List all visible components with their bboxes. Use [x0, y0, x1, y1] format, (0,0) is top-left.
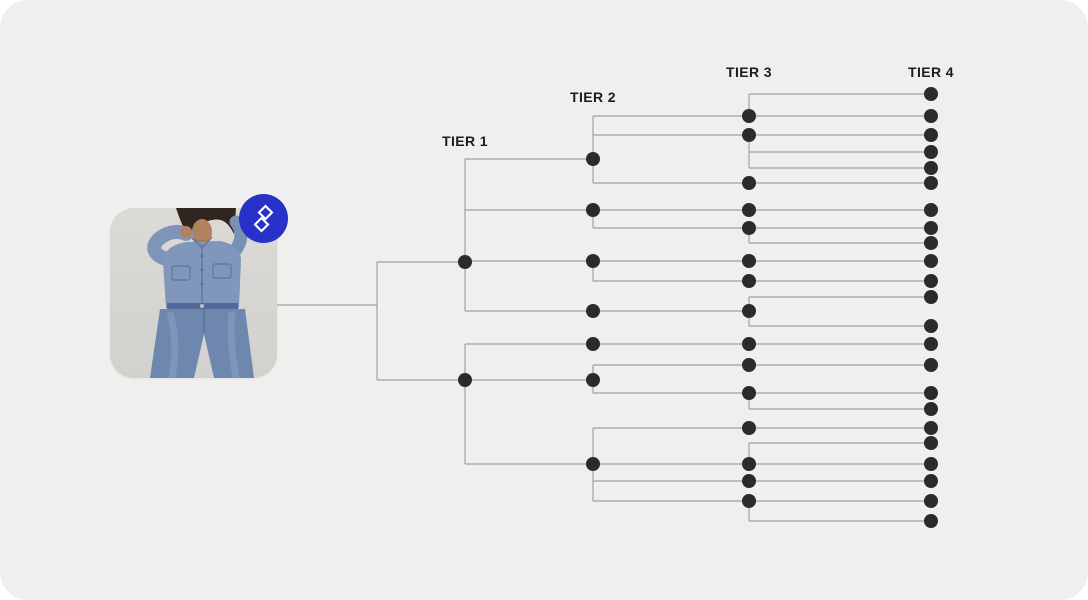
tree-node	[924, 386, 938, 400]
tree-node	[586, 203, 600, 217]
tree-node	[742, 254, 756, 268]
tree-node	[458, 255, 472, 269]
tree-node	[924, 457, 938, 471]
tree-node	[586, 373, 600, 387]
tree-node	[742, 386, 756, 400]
tree-node	[586, 152, 600, 166]
tree-node	[742, 304, 756, 318]
tree-node	[924, 474, 938, 488]
tree-node	[924, 176, 938, 190]
tree-node	[924, 514, 938, 528]
tree-node	[924, 161, 938, 175]
tree-node	[742, 203, 756, 217]
tree-node	[924, 203, 938, 217]
tree-node	[924, 221, 938, 235]
tier-label: TIER 3	[726, 64, 772, 80]
tree-node	[742, 221, 756, 235]
tree-node	[742, 457, 756, 471]
brand-badge[interactable]	[239, 194, 288, 243]
interlocked-diamonds-logo-icon	[239, 194, 288, 243]
tree-node	[924, 128, 938, 142]
tree-node	[924, 402, 938, 416]
tree-node	[924, 145, 938, 159]
tree-node	[742, 358, 756, 372]
tree-node	[924, 290, 938, 304]
tree-node	[742, 494, 756, 508]
tree-node	[924, 109, 938, 123]
tree-node	[742, 176, 756, 190]
tree-node	[924, 421, 938, 435]
tree-node	[586, 457, 600, 471]
tree-node	[924, 494, 938, 508]
tree-node	[924, 254, 938, 268]
tree-node	[924, 358, 938, 372]
tree-node	[742, 274, 756, 288]
tree-node	[742, 337, 756, 351]
tier-label: TIER 2	[570, 89, 616, 105]
tree-node	[586, 304, 600, 318]
tree-node	[742, 474, 756, 488]
tree-node	[924, 274, 938, 288]
tree-node	[924, 319, 938, 333]
tree-node	[458, 373, 472, 387]
tree-node	[924, 236, 938, 250]
tier-label: TIER 1	[442, 133, 488, 149]
tree-node	[924, 87, 938, 101]
tree-node	[586, 337, 600, 351]
tree-node	[924, 337, 938, 351]
tree-node	[742, 128, 756, 142]
tree-node	[742, 109, 756, 123]
tree-node	[742, 421, 756, 435]
tier-label: TIER 4	[908, 64, 954, 80]
tree-node	[924, 436, 938, 450]
tree-node	[586, 254, 600, 268]
